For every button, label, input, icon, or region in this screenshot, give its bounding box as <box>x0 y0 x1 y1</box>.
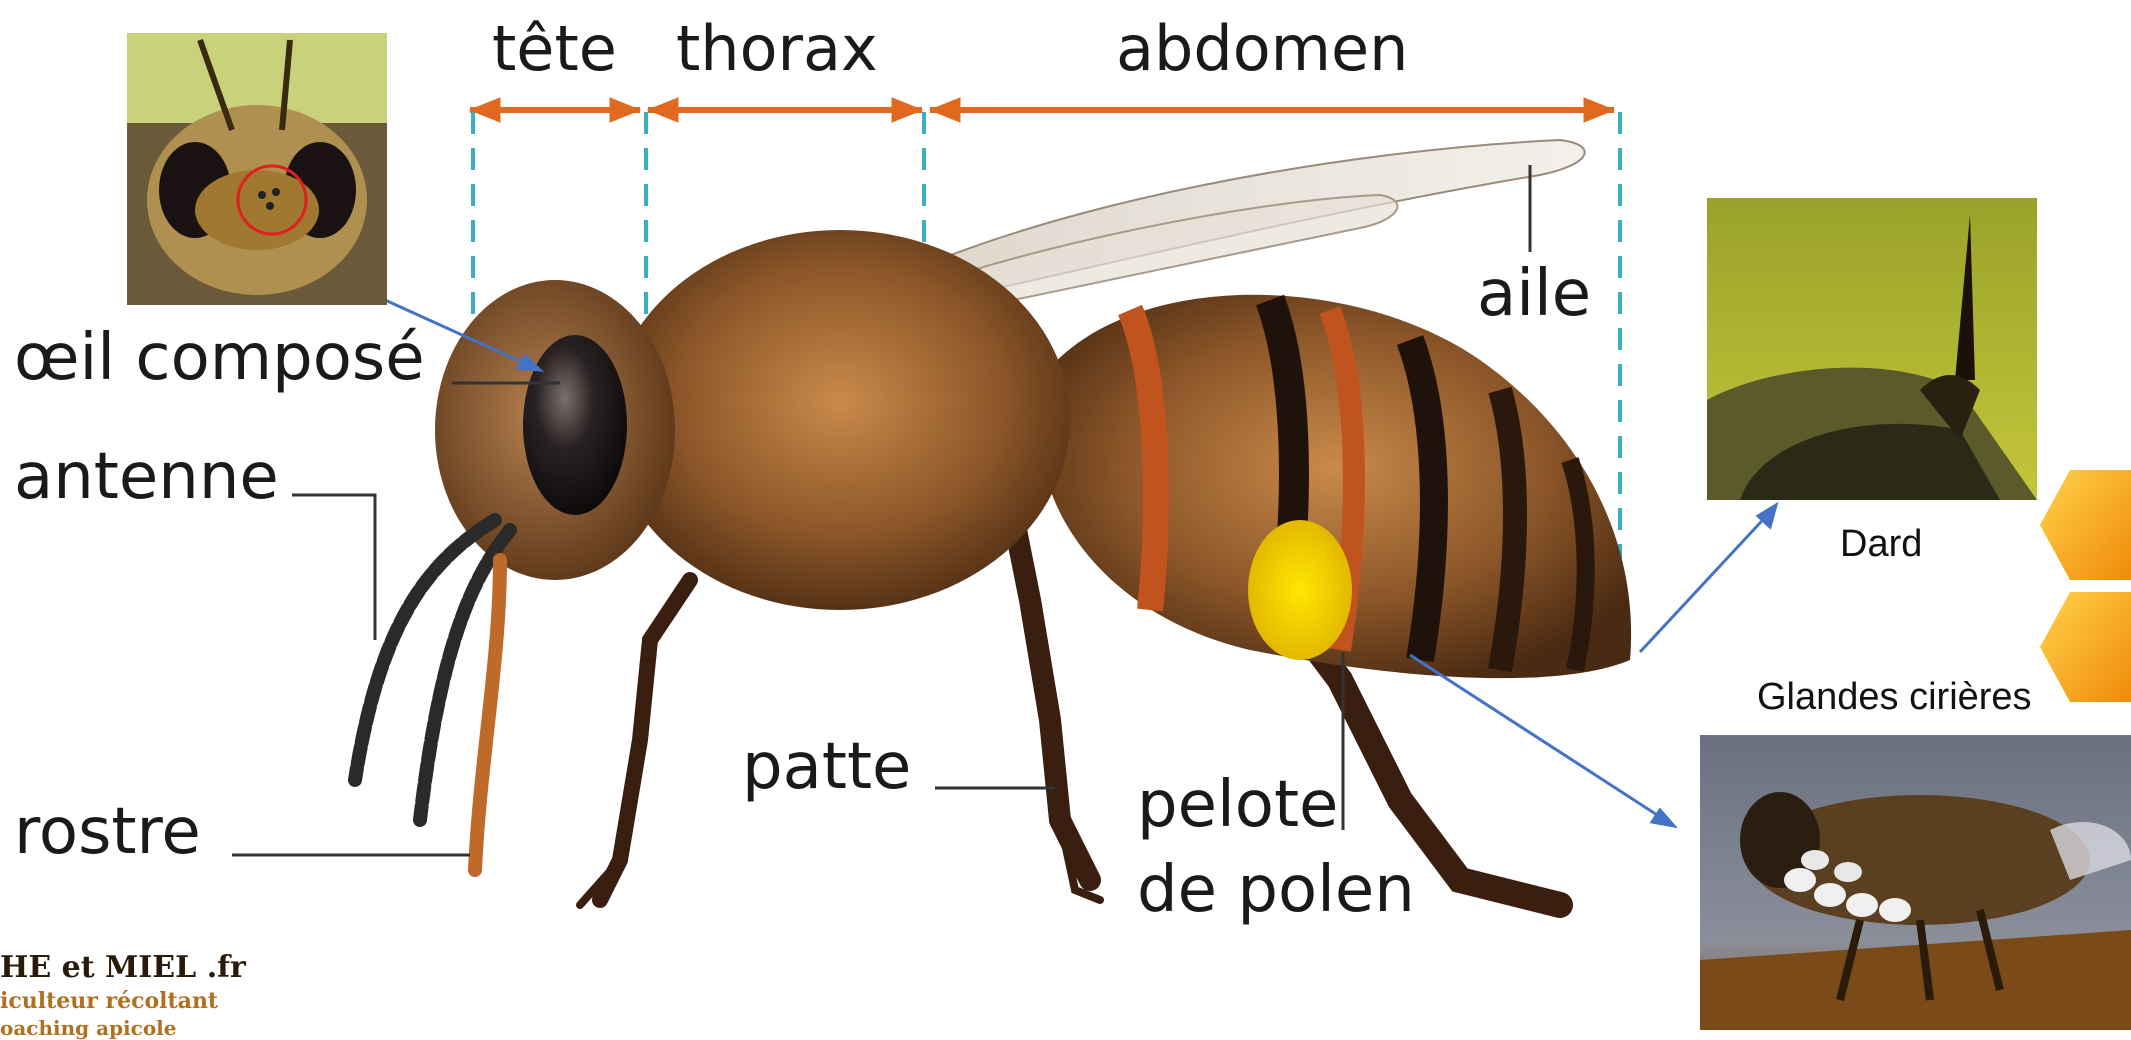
label-thorax: thorax <box>676 18 878 80</box>
brand-name: HE et MIEL .fr <box>0 950 246 985</box>
label-pelote-line1: pelote <box>1137 773 1338 837</box>
proboscis <box>475 560 500 870</box>
caption-dard: Dard <box>1840 525 1922 563</box>
pollen-ball <box>1248 520 1352 660</box>
label-rostre: rostre <box>14 800 201 864</box>
thorax <box>610 230 1070 610</box>
label-tete: tête <box>492 18 617 80</box>
inset-sting-photo <box>1707 198 2037 500</box>
segment-arrows <box>470 98 1614 122</box>
brand-tagline-1: iculteur récoltant <box>0 988 218 1014</box>
inset-head-photo <box>127 33 387 305</box>
label-pelote-line2: de polen <box>1137 858 1415 922</box>
compound-eye <box>523 335 627 515</box>
honeycomb-decoration <box>2040 470 2131 702</box>
label-antenne: antenne <box>14 445 279 509</box>
brand-tagline-2: oaching apicole <box>0 1016 176 1040</box>
caption-glandes-ciriers: Glandes cirières <box>1757 678 2032 716</box>
label-abdomen: abdomen <box>1116 18 1408 80</box>
label-patte: patte <box>742 735 911 799</box>
label-aile: aile <box>1477 262 1591 326</box>
label-oeil-compose: œil composé <box>14 326 425 390</box>
inset-wax-glands-photo <box>1700 735 2131 1030</box>
